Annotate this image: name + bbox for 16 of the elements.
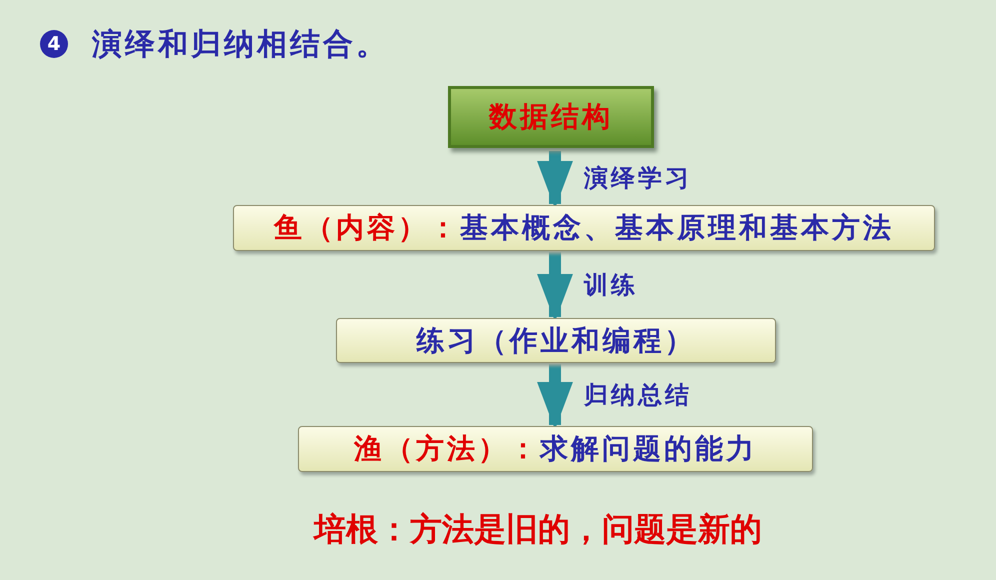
box-text: 练习（作业和编程）: [416, 322, 696, 358]
box-text: 基本概念、基本原理和基本方法: [460, 210, 894, 246]
box-text: 渔（方法）：: [354, 431, 540, 467]
edge-label: 演绎学习: [584, 162, 692, 194]
quote-text: 培根：方法是旧的，问题是新的: [314, 509, 762, 550]
content-box: [233, 205, 935, 251]
title: 演绎和归纳相结合。: [92, 26, 389, 64]
box-text: 求解问题的能力: [540, 431, 757, 467]
content-box: [336, 318, 776, 363]
number-bullet: 4: [40, 30, 68, 58]
box-text: 鱼（内容）：: [274, 210, 460, 246]
box-text: 数据结构: [489, 99, 613, 135]
edge-label: 归纳总结: [584, 380, 692, 410]
title-box: [448, 86, 654, 148]
edge-label: 训练: [584, 270, 638, 300]
content-box: [298, 426, 813, 472]
